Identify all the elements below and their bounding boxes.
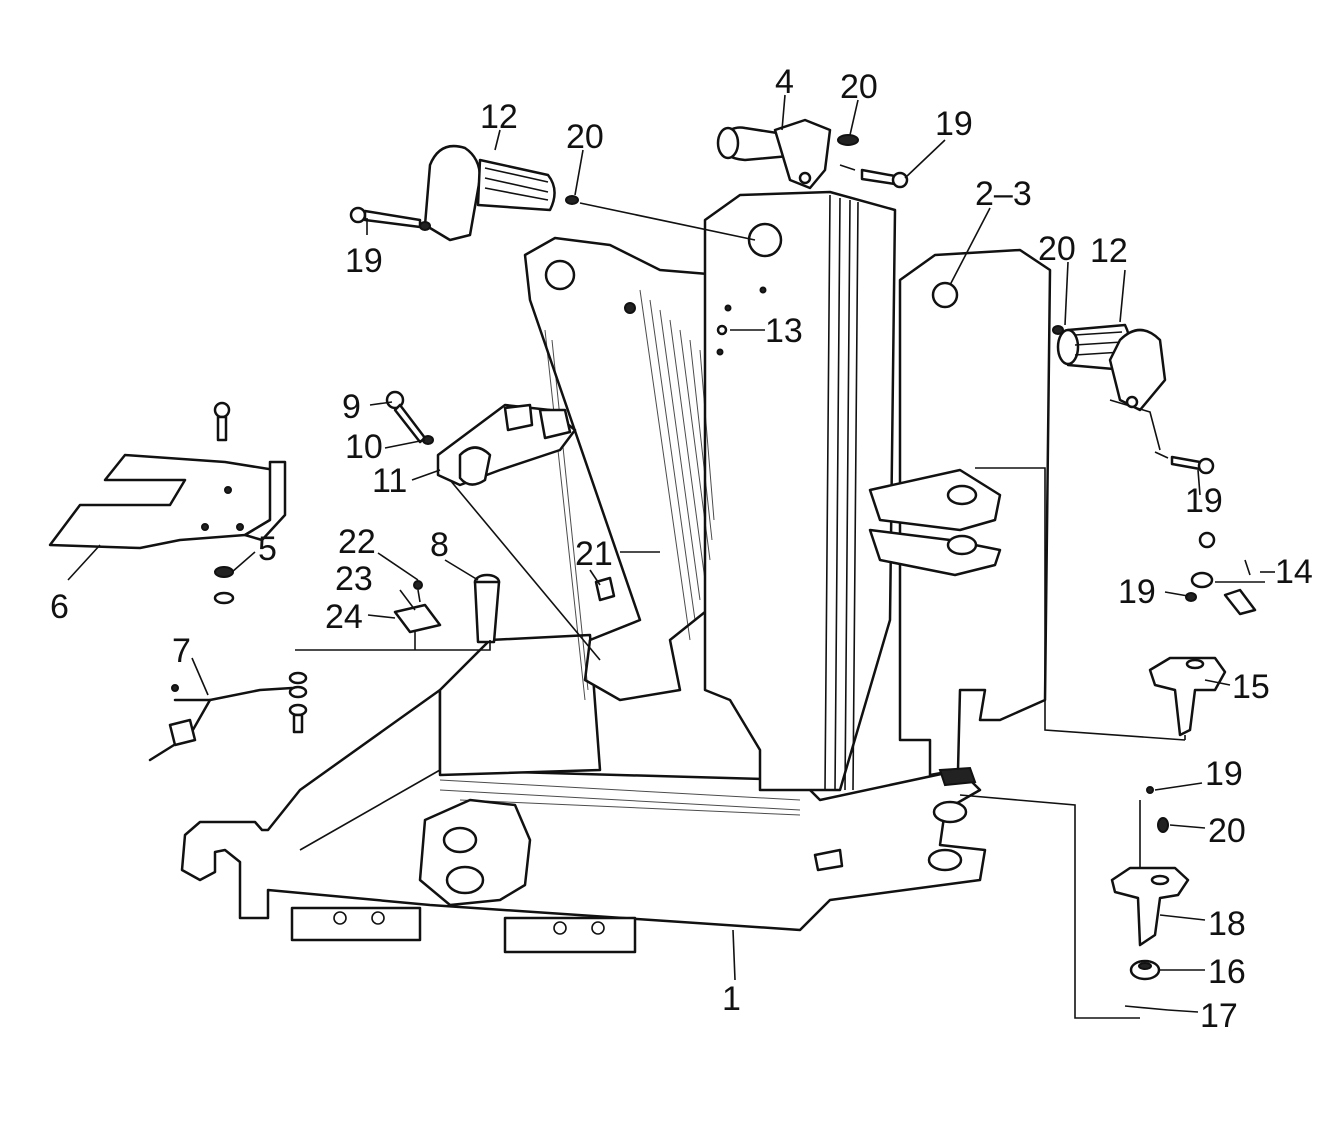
callout-5: 5: [258, 530, 277, 568]
callout-19-bracket: 19: [1118, 573, 1156, 611]
pin-4: [716, 118, 832, 190]
callout-8: 8: [430, 526, 449, 564]
callout-24: 24: [325, 598, 363, 636]
callout-20-top: 20: [840, 68, 878, 106]
callout-19-lower: 19: [1205, 755, 1243, 793]
callout-12-right: 12: [1090, 232, 1128, 270]
callout-labels: 12 20 19 4 20 19 2–3 20 12 13 9 10 11 19…: [50, 63, 1313, 1035]
callout-18: 18: [1208, 905, 1246, 943]
spindle-18: [1110, 786, 1190, 1011]
callout-6: 6: [50, 588, 69, 626]
main-frame: [180, 190, 1052, 954]
pin-12-left: [423, 144, 579, 242]
callout-9: 9: [342, 388, 361, 426]
pin-12-right: [1052, 323, 1167, 412]
callout-15: 15: [1232, 668, 1270, 706]
callout-4: 4: [775, 63, 794, 101]
spindle-15: [1148, 656, 1227, 737]
callout-2-3: 2–3: [975, 175, 1032, 213]
bracket-14: [1185, 531, 1265, 616]
callout-10: 10: [345, 428, 383, 466]
callout-22: 22: [338, 523, 376, 561]
clamp-11: [385, 390, 577, 487]
callout-7: 7: [172, 632, 191, 670]
callout-1: 1: [722, 980, 741, 1018]
washer-bolt-top: [837, 134, 909, 189]
callout-20-right: 20: [1038, 230, 1076, 268]
callout-19-left: 19: [345, 242, 383, 280]
plate-6: [48, 401, 287, 605]
callout-19-right: 19: [1185, 482, 1223, 520]
pin-8: [393, 573, 501, 644]
callout-11: 11: [372, 462, 407, 500]
callout-12-left: 12: [480, 98, 518, 136]
bolt-19-left: [349, 206, 431, 231]
callout-16: 16: [1208, 953, 1246, 991]
callout-14: 14: [1275, 553, 1313, 591]
link-7: [148, 671, 308, 762]
callout-20-lower: 20: [1208, 812, 1246, 850]
callout-13: 13: [765, 312, 803, 350]
callout-21: 21: [575, 535, 613, 573]
callout-20-left: 20: [566, 118, 604, 156]
callout-17: 17: [1200, 997, 1238, 1035]
callout-19-top: 19: [935, 105, 973, 143]
bolt-19-right: [1154, 451, 1215, 475]
callout-23: 23: [335, 560, 373, 598]
leader-lines: [67, 94, 1275, 1019]
